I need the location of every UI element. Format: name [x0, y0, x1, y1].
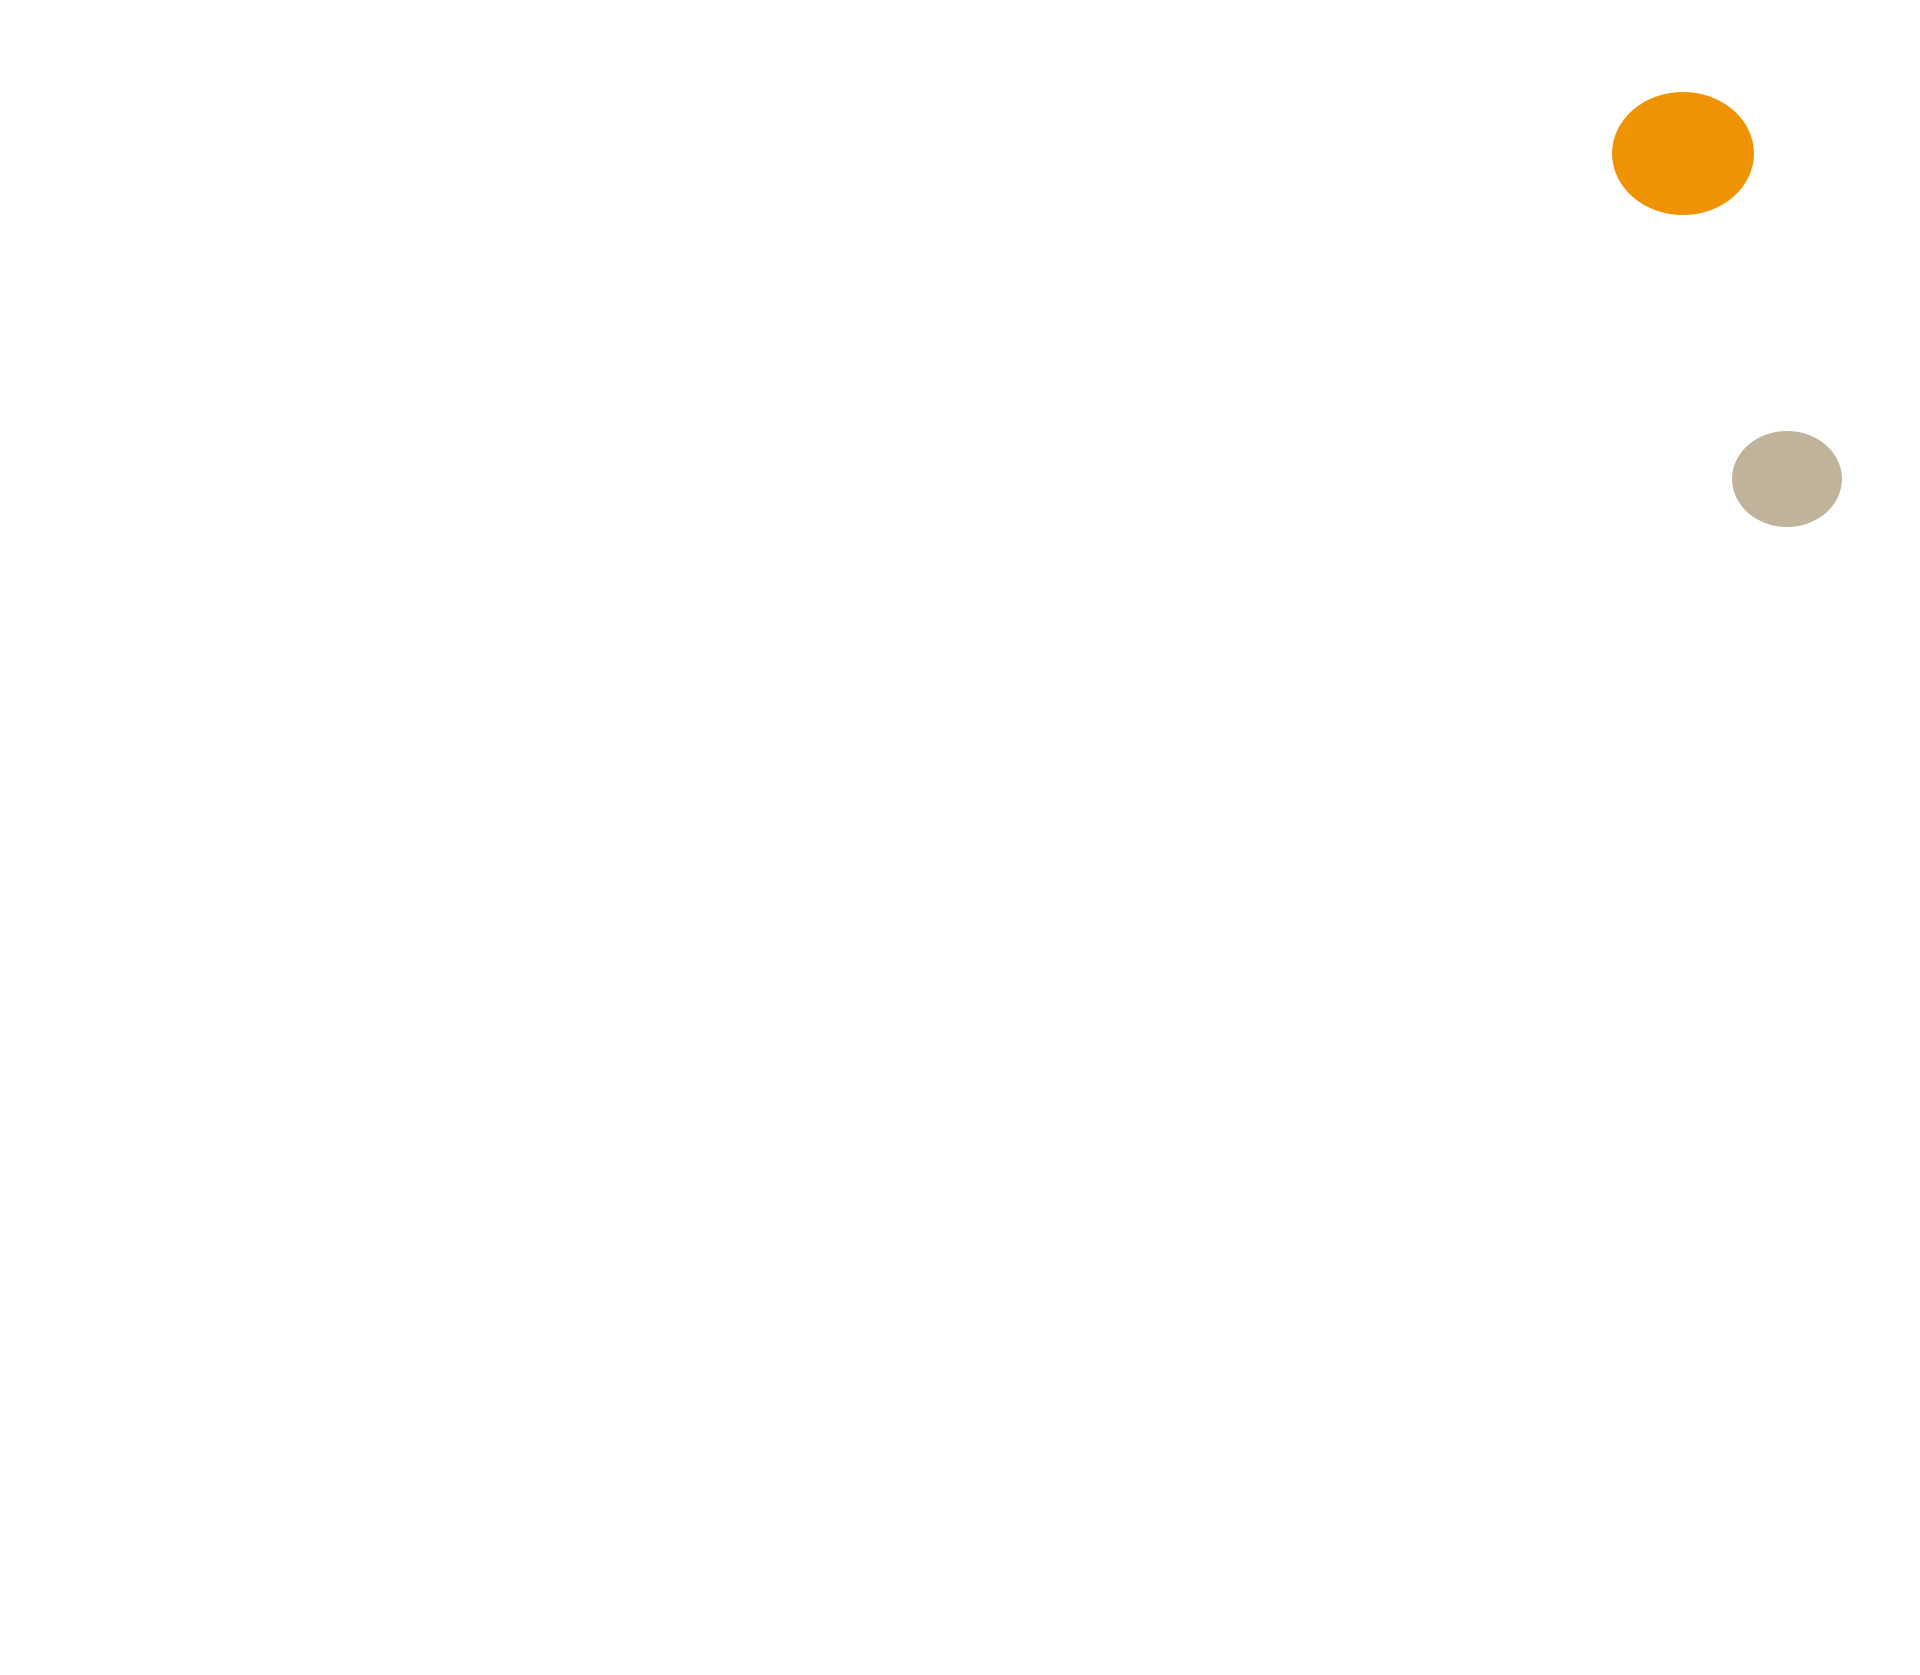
- tan-circle: [1732, 431, 1842, 527]
- orange-circle: [1612, 92, 1754, 215]
